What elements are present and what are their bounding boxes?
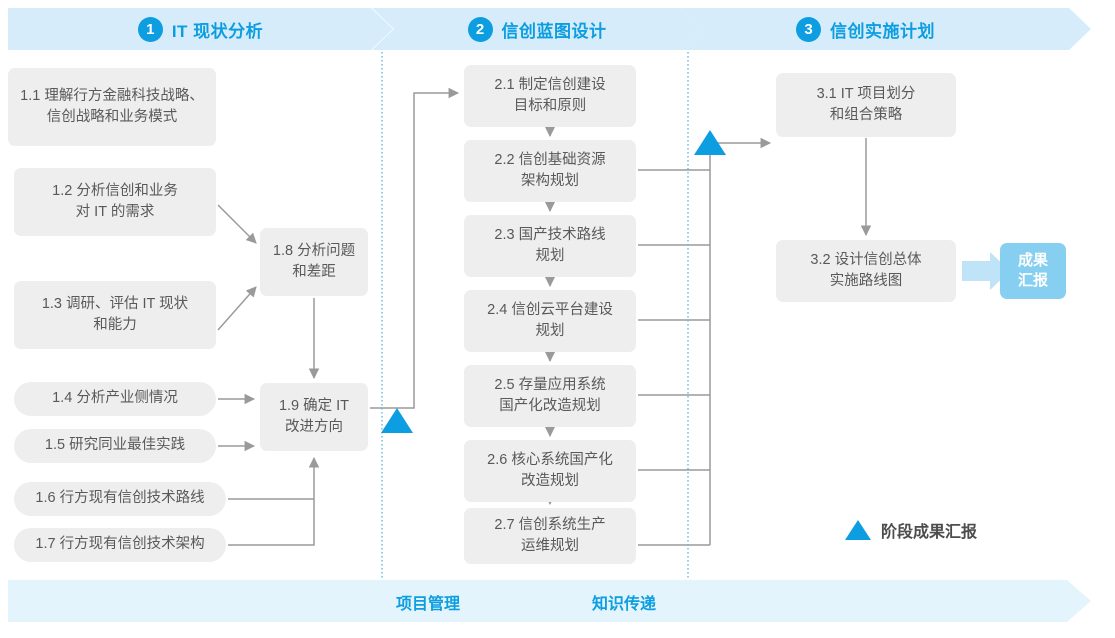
phase-header-1[interactable]: 1 IT 现状分析 — [8, 8, 393, 50]
process-box-1-9[interactable]: 1.9 确定 IT 改进方向 — [260, 383, 368, 451]
process-box-2-3[interactable]: 2.3 国产技术路线 规划 — [464, 215, 636, 277]
phase-title-2: 信创蓝图设计 — [501, 21, 607, 41]
edge-1-6-to-1-9 — [228, 456, 320, 500]
phase-header-3[interactable]: 3 信创实施计划 — [680, 8, 1091, 50]
phase-number-badge-3: 3 — [796, 17, 821, 42]
edge-bus-to-3-1 — [709, 137, 772, 545]
process-box-2-1[interactable]: 2.1 制定信创建设 目标和原则 — [464, 65, 636, 127]
process-box-1-3[interactable]: 1.3 调研、评估 IT 现状 和能力 — [14, 281, 216, 349]
process-box-2-7[interactable]: 2.7 信创系统生产 运维规划 — [464, 508, 636, 564]
process-box-1-5[interactable]: 1.5 研究同业最佳实践 — [14, 429, 216, 463]
legend: 阶段成果汇报 — [845, 518, 977, 542]
result-report-chip[interactable]: 成果 汇报 — [1000, 243, 1066, 299]
process-box-3-1[interactable]: 3.1 IT 项目划分 和组合策略 — [776, 73, 956, 137]
process-box-1-1[interactable]: 1.1 理解行方金融科技战略、 信创战略和业务模式 — [8, 68, 216, 146]
triangle-icon — [845, 520, 871, 540]
footer-label-project-management: 项目管理 — [396, 596, 461, 613]
process-box-1-2[interactable]: 1.2 分析信创和业务 对 IT 的需求 — [14, 168, 216, 236]
edge-1-2-to-1-8 — [217, 204, 257, 244]
edge-1-7-to-bus — [228, 499, 315, 546]
phase-title-3: 信创实施计划 — [830, 21, 935, 41]
process-box-1-6[interactable]: 1.6 行方现有信创技术路线 — [14, 482, 226, 516]
footer-bar — [8, 580, 1091, 622]
milestone-triangle-phase1 — [381, 408, 413, 433]
legend-label: 阶段成果汇报 — [881, 524, 978, 541]
process-box-1-4[interactable]: 1.4 分析产业侧情况 — [14, 382, 216, 416]
process-box-2-4[interactable]: 2.4 信创云平台建设 规划 — [464, 290, 636, 352]
phase-header-2[interactable]: 2 信创蓝图设计 — [372, 8, 702, 50]
process-box-2-5[interactable]: 2.5 存量应用系统 国产化改造规划 — [464, 365, 636, 427]
process-box-2-2[interactable]: 2.2 信创基础资源 架构规划 — [464, 140, 636, 202]
process-box-1-7[interactable]: 1.7 行方现有信创技术架构 — [14, 528, 226, 562]
footer-label-knowledge-transfer: 知识传递 — [592, 596, 657, 613]
phase-title-1: IT 现状分析 — [171, 21, 264, 41]
phase-number-badge-1: 1 — [138, 17, 163, 42]
process-box-1-8[interactable]: 1.8 分析问题 和差距 — [260, 228, 368, 296]
phase-number-badge-2: 2 — [468, 17, 493, 42]
process-box-2-6[interactable]: 2.6 核心系统国产化 改造规划 — [464, 440, 636, 502]
process-box-3-2[interactable]: 3.2 设计信创总体 实施路线图 — [776, 240, 956, 302]
milestone-triangle-phase2 — [694, 130, 726, 155]
edge-1-3-to-1-8 — [217, 286, 257, 331]
edge-1-9-to-2-1 — [370, 87, 460, 409]
